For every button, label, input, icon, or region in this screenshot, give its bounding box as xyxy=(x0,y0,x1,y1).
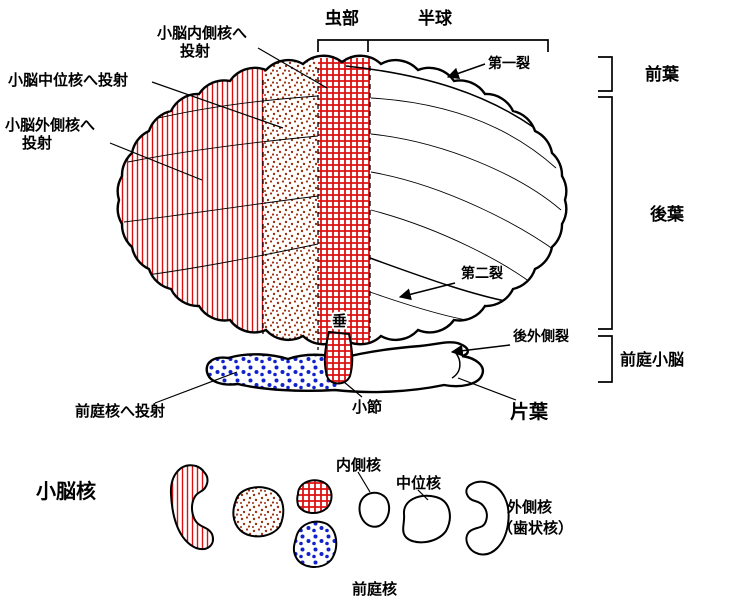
interposed-nucleus-label: 中位核 xyxy=(396,474,441,492)
folium-line xyxy=(123,195,319,223)
folium-line xyxy=(370,133,562,211)
primary-fissure-line xyxy=(345,65,549,139)
folium-line xyxy=(370,97,557,169)
intermediate-zone-region xyxy=(263,58,318,344)
hemisphere-header-label: 半球 xyxy=(418,8,453,29)
cerebellum-body xyxy=(116,54,568,350)
flocculus-label: 片葉 xyxy=(510,400,549,423)
flocculus-leader xyxy=(457,377,517,401)
posterolateral-fissure-label: 後外側裂 xyxy=(513,328,569,345)
medial-nucleus-shape xyxy=(358,491,391,528)
posterolateral-fissure-arrow xyxy=(450,344,511,357)
folium-line xyxy=(127,135,319,163)
vestibular-nucleus-label: 前庭核 xyxy=(352,580,397,598)
anterior-lobe-bracket xyxy=(598,56,613,92)
posterior-lobe-label: 後葉 xyxy=(650,204,685,225)
vestibular-projection-label: 前庭核へ投射 xyxy=(75,402,165,420)
lateral-nucleus-label: 外側核 xyxy=(506,498,552,516)
uvula-label: 垂 xyxy=(332,312,347,330)
secondary-fissure-label: 第二裂 xyxy=(461,265,503,282)
vermis-header-label: 虫部 xyxy=(325,8,359,29)
interposed-nucleus-projection-shape xyxy=(232,486,285,538)
vestibular-projection-leader xyxy=(154,371,238,404)
secondary-fissure-arrow xyxy=(398,282,456,301)
top-bracket xyxy=(317,39,549,52)
folia-lines xyxy=(123,65,562,323)
medial-projection-leader xyxy=(257,47,328,89)
folium-line xyxy=(370,209,539,289)
medial-nucleus-projection-shape xyxy=(296,479,333,514)
folium-line xyxy=(149,95,319,121)
medial-projection-label-line1: 小脳内側核へ xyxy=(157,24,247,42)
lateral-zone-region xyxy=(117,58,263,344)
interposed-projection-label: 小脳中位核へ投射 xyxy=(8,71,128,89)
folium-line xyxy=(139,243,319,277)
interposed-nucleus-leader xyxy=(417,489,429,501)
medial-projection-label-line2: 投射 xyxy=(180,42,210,60)
flocculonodular-band xyxy=(205,330,485,394)
nodulus-label: 小節 xyxy=(352,398,382,416)
medial-nucleus-label: 内側核 xyxy=(336,456,381,474)
dentate-nucleus-shape xyxy=(465,480,510,556)
vestibulocerebellum-bracket xyxy=(598,335,613,383)
vestibulocerebellum-label: 前庭小脳 xyxy=(620,350,684,369)
vestibular-nucleus-projection-shape xyxy=(292,520,338,568)
nuclei-section-title: 小脳核 xyxy=(36,479,96,503)
vermis-zone-region xyxy=(318,58,370,344)
anterior-lobe-label: 前葉 xyxy=(645,64,680,85)
lateral-projection-leader xyxy=(109,142,203,181)
medial-nucleus-leader xyxy=(357,471,371,493)
lateral-nucleus-projection-shape xyxy=(169,464,214,550)
primary-fissure-arrow xyxy=(446,63,486,80)
nodulus-leader xyxy=(343,381,363,398)
primary-fissure-label: 第一裂 xyxy=(488,55,530,72)
lateral-projection-label-line2: 投射 xyxy=(22,134,52,152)
dentate-nucleus-alt-label: （歯状核） xyxy=(498,519,573,537)
folium-line xyxy=(370,171,558,253)
nodulus-shape xyxy=(323,330,354,385)
nuclei-shapes xyxy=(169,464,510,568)
interposed-nucleus-shape xyxy=(402,495,451,544)
interposed-projection-leader xyxy=(151,81,284,129)
lateral-projection-label-line1: 小脳外側核へ xyxy=(5,116,95,134)
posterior-lobe-bracket xyxy=(598,96,613,330)
